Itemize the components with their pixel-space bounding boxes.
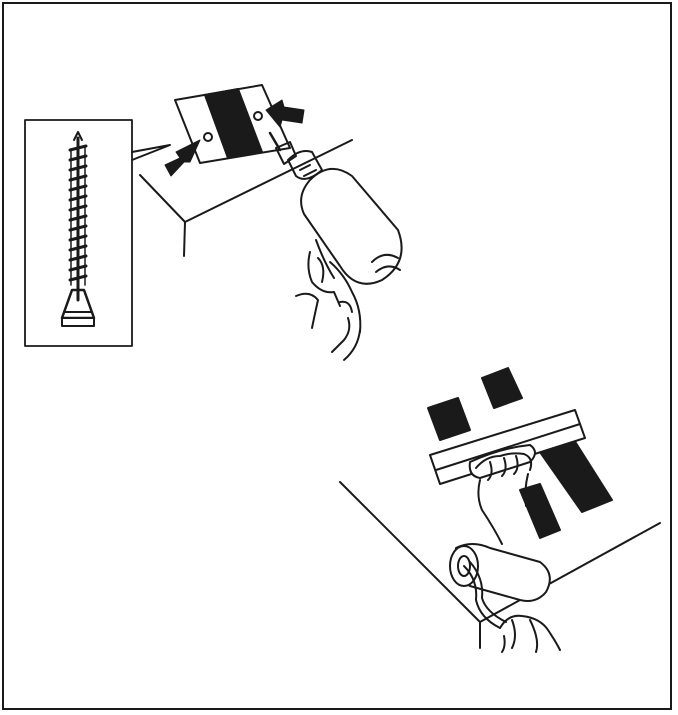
lower-wall-corner xyxy=(339,481,661,649)
callout-pointer xyxy=(131,144,171,161)
mounting-plate xyxy=(174,84,291,164)
hand-icon xyxy=(295,251,362,361)
screw-detail-box xyxy=(24,119,133,347)
arrow-left-icon xyxy=(164,139,201,177)
mesh-tape-strips xyxy=(427,367,613,539)
power-drill-icon xyxy=(268,131,403,285)
hand-icon xyxy=(499,614,561,653)
screw-hole-right xyxy=(253,111,263,121)
screw-detail-panel xyxy=(24,119,171,347)
hand-icon xyxy=(475,452,533,545)
upper-wall-corner xyxy=(139,139,353,257)
drywall-screw-icon xyxy=(60,131,96,327)
paint-roller-icon xyxy=(449,543,551,629)
screw-hole-left xyxy=(203,132,213,142)
arrow-right-icon xyxy=(265,99,305,128)
